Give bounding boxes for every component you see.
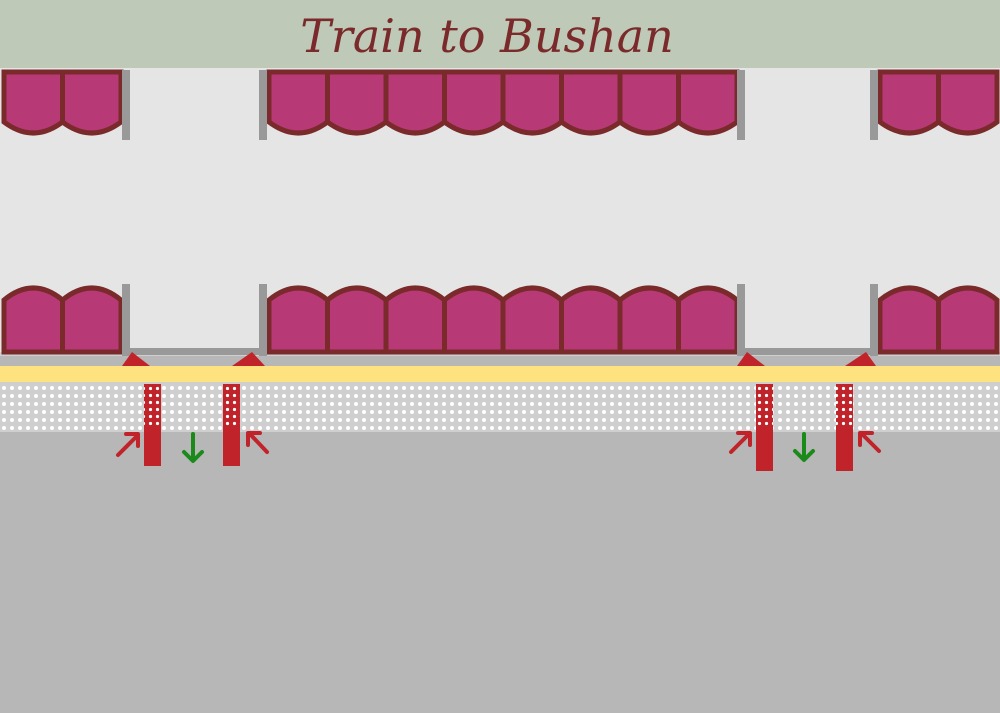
- door-frame-top: [870, 70, 878, 140]
- door-corner-marker: [845, 352, 876, 366]
- seat-row-bottom-middle: [266, 285, 740, 355]
- seat: [266, 69, 330, 136]
- seat: [500, 285, 564, 355]
- platform-floor: [0, 380, 1000, 713]
- seat: [617, 285, 681, 355]
- seat: [877, 285, 941, 355]
- arrow-diagonal-icon: [729, 431, 752, 454]
- seat-row-top-left: [1, 69, 124, 136]
- seat: [442, 69, 506, 136]
- seat: [266, 285, 330, 355]
- door-corner-marker: [737, 352, 765, 366]
- seat: [383, 285, 447, 355]
- seat: [60, 69, 124, 136]
- door-frame-top: [737, 70, 745, 140]
- seat: [1, 69, 65, 136]
- seat: [936, 285, 1000, 355]
- seat: [325, 69, 389, 136]
- door-frame-bottom: [122, 284, 130, 356]
- seat: [559, 285, 623, 355]
- door-frame-bottom: [737, 284, 745, 356]
- seat: [442, 285, 506, 355]
- door-corner-marker: [232, 352, 265, 366]
- seat-row-top-right: [877, 69, 1000, 136]
- door-sill: [126, 348, 263, 355]
- seat: [676, 69, 740, 136]
- boarding-zone-door-1: [116, 384, 269, 466]
- door-frame-bottom: [259, 284, 267, 356]
- seat-row-bottom-left: [1, 285, 124, 355]
- seat: [877, 69, 941, 136]
- seat: [383, 69, 447, 136]
- seat: [500, 69, 564, 136]
- door-sill: [741, 348, 874, 355]
- seat-row-top-middle: [266, 69, 740, 136]
- seat-row-bottom-right: [877, 285, 1000, 355]
- arrow-down-icon: [182, 432, 204, 463]
- seat: [936, 69, 1000, 136]
- arrow-down-icon: [793, 432, 815, 462]
- seat: [559, 69, 623, 136]
- platform-edge-yellow-line: [0, 366, 1000, 382]
- queue-marker-left-dots: [756, 384, 773, 428]
- seat: [617, 69, 681, 136]
- arrow-diagonal-icon: [246, 431, 269, 454]
- seat: [676, 285, 740, 355]
- seat: [325, 285, 389, 355]
- door-corner-marker: [122, 352, 150, 366]
- arrow-diagonal-icon: [858, 431, 881, 453]
- queue-marker-right-dots: [223, 384, 240, 428]
- door-frame-bottom: [870, 284, 878, 356]
- queue-marker-right-dots: [836, 384, 853, 428]
- tactile-paving-strip: [0, 382, 1000, 432]
- header-bar: [0, 0, 1000, 68]
- boarding-zone-door-2: [729, 384, 881, 471]
- door-frame-top: [122, 70, 130, 140]
- seat: [1, 285, 65, 355]
- page-title: Train to Bushan: [300, 9, 674, 63]
- door-frame-top: [259, 70, 267, 140]
- arrow-diagonal-icon: [116, 432, 140, 457]
- seat: [60, 285, 124, 355]
- queue-marker-left-dots: [144, 384, 161, 428]
